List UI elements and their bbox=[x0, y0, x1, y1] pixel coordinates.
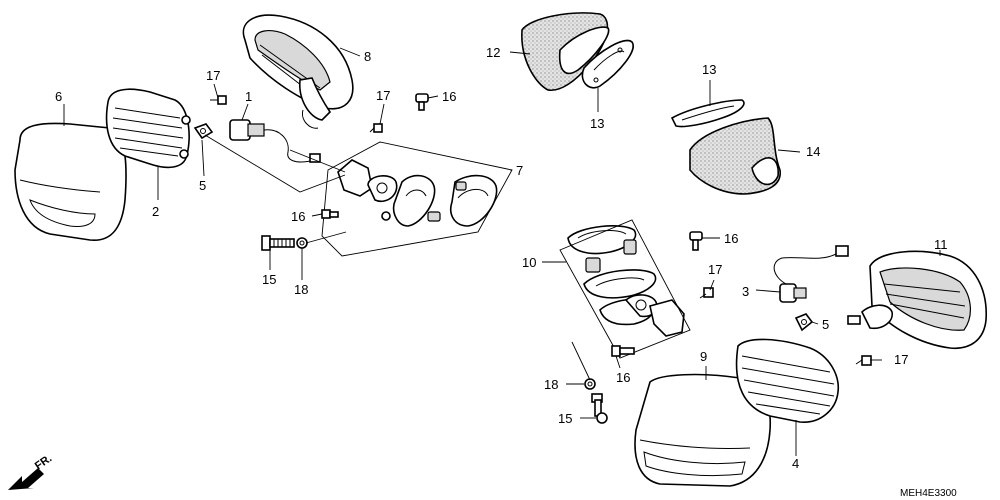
callout-10: 10 bbox=[522, 255, 536, 270]
callout-18-left: 18 bbox=[294, 282, 308, 297]
gasket-13-right bbox=[670, 99, 745, 128]
right-mirror-glass-14 bbox=[689, 117, 781, 195]
right-mirror-cover bbox=[634, 373, 772, 487]
leader-washer-bracket bbox=[305, 231, 347, 244]
callout-1: 1 bbox=[245, 89, 252, 104]
callout-12: 12 bbox=[486, 45, 500, 60]
screw-17-left-lens bbox=[210, 95, 227, 105]
gasket-13-top bbox=[581, 39, 634, 89]
callout-4: 4 bbox=[792, 456, 799, 471]
grommet-right bbox=[794, 313, 814, 332]
callout-6: 6 bbox=[55, 89, 62, 104]
bolt-15-right bbox=[591, 393, 608, 424]
leader-washer-bracket-right bbox=[571, 341, 591, 381]
washer-18-left bbox=[296, 237, 308, 249]
right-mirror-bracket-assembly bbox=[567, 225, 685, 337]
callout-17-low-right: 17 bbox=[894, 352, 908, 367]
bolt-16-right-top bbox=[689, 231, 703, 251]
callout-2: 2 bbox=[152, 204, 159, 219]
left-mirror-bracket-assembly bbox=[337, 159, 498, 227]
figure-code: MEH4E3300 bbox=[900, 488, 957, 499]
callout-9: 9 bbox=[700, 349, 707, 364]
leader-socket-bracket bbox=[289, 149, 346, 173]
callout-13-top: 13 bbox=[590, 116, 604, 131]
leader-grommet-bracket bbox=[204, 134, 346, 193]
callout-15-right: 15 bbox=[558, 411, 572, 426]
bulb-socket-left bbox=[229, 119, 321, 163]
bulb-socket-right bbox=[773, 245, 849, 303]
callout-13-right: 13 bbox=[702, 62, 716, 77]
callout-11: 11 bbox=[934, 237, 948, 252]
left-mirror-lens bbox=[105, 88, 191, 169]
right-mirror-lens bbox=[735, 338, 839, 423]
bolt-16-left-mid bbox=[321, 209, 339, 219]
bracket-7-outline bbox=[321, 141, 513, 257]
bolt-16-left-top bbox=[415, 93, 429, 111]
screw-17-left-mid bbox=[369, 123, 383, 133]
callout-14: 14 bbox=[806, 144, 820, 159]
callout-7: 7 bbox=[516, 163, 523, 178]
front-direction-arrow-icon: FR. bbox=[8, 452, 54, 490]
screw-17-right-mid bbox=[699, 287, 714, 299]
left-mirror-cover bbox=[14, 122, 127, 241]
callout-5-right: 5 bbox=[822, 317, 829, 332]
bolt-16-right-low bbox=[611, 345, 635, 357]
callout-5-left: 5 bbox=[199, 178, 206, 193]
callout-17-lens-left: 17 bbox=[206, 68, 220, 83]
callout-labels: 6 2 5 1 17 8 17 16 16 7 15 18 12 13 13 1… bbox=[55, 45, 948, 471]
callout-16-mid-left: 16 bbox=[291, 209, 305, 224]
grommet-left bbox=[193, 123, 214, 140]
callout-15-left: 15 bbox=[262, 272, 276, 287]
bolt-15-left bbox=[261, 235, 295, 251]
washer-18-right bbox=[584, 378, 596, 390]
callout-3: 3 bbox=[742, 284, 749, 299]
callout-leaders bbox=[63, 47, 941, 456]
left-mirror-housing bbox=[242, 14, 354, 129]
callout-17-mid-left: 17 bbox=[376, 88, 390, 103]
callout-16-top-right: 16 bbox=[724, 231, 738, 246]
callout-17-mid-right: 17 bbox=[708, 262, 722, 277]
right-mirror-housing bbox=[847, 250, 987, 349]
bracket-10-outline bbox=[559, 219, 691, 359]
screw-17-right-low bbox=[855, 355, 872, 366]
callout-18-right: 18 bbox=[544, 377, 558, 392]
callout-8: 8 bbox=[364, 49, 371, 64]
callout-16-top-left: 16 bbox=[442, 89, 456, 104]
callout-16-low-right: 16 bbox=[616, 370, 630, 385]
front-marker-label: FR. bbox=[33, 452, 54, 472]
